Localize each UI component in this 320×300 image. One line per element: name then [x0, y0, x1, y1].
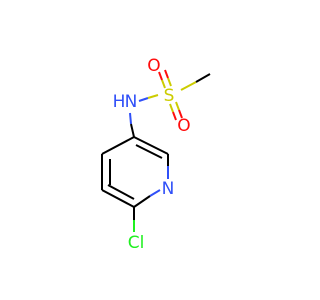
- bond-s-o-bottom-b-oxygen-half: [178, 109, 183, 119]
- oxygen-top-label: O: [147, 56, 160, 76]
- bonds: [101, 69, 211, 232]
- amine-hydrogen-label: H: [113, 92, 126, 112]
- bond-c5-c6: [133, 136, 169, 155]
- bond-s-methyl-sulfur-half: [180, 81, 197, 91]
- amine-nitrogen-label: N: [125, 92, 138, 112]
- bond-c5-c6-inner: [135, 144, 163, 159]
- bond-s-o-top-b-sulfur-half: [167, 77, 172, 87]
- bond-s-o-bottom-a-sulfur-half: [169, 103, 174, 113]
- bond-s-o-top-b-oxygen-half: [164, 69, 169, 79]
- bond-s-o-bottom-b-sulfur-half: [175, 101, 180, 111]
- sulfur-label: S: [164, 86, 175, 106]
- bond-s-methyl-carbon-half: [195, 73, 211, 83]
- bond-n1-c2-nitrogen-half: [149, 189, 161, 197]
- atom-labels: O S O H N N Cl: [113, 56, 191, 253]
- molecule-structure: O S O H N N Cl: [101, 56, 211, 253]
- chlorine-label: Cl: [128, 233, 145, 253]
- bond-n-c5: [130, 123, 135, 138]
- bond-n1-c2: [133, 195, 151, 208]
- bond-n-s-sulfur-half: [147, 94, 159, 99]
- bond-c4-c5: [101, 136, 135, 155]
- bond-c2-c3-inner: [107, 184, 135, 200]
- bond-c2-c3: [101, 189, 135, 208]
- pyridine-nitrogen-label: N: [162, 179, 175, 199]
- bond-n-c5-nitrogen-half: [129, 112, 132, 125]
- oxygen-bottom-label: O: [177, 116, 190, 136]
- bond-s-o-top-a-oxygen-half: [158, 71, 163, 81]
- bond-s-o-top-a-sulfur-half: [161, 79, 166, 89]
- bond-s-o-bottom-a-oxygen-half: [172, 111, 177, 121]
- bond-n-s-nitrogen-half: [138, 97, 149, 102]
